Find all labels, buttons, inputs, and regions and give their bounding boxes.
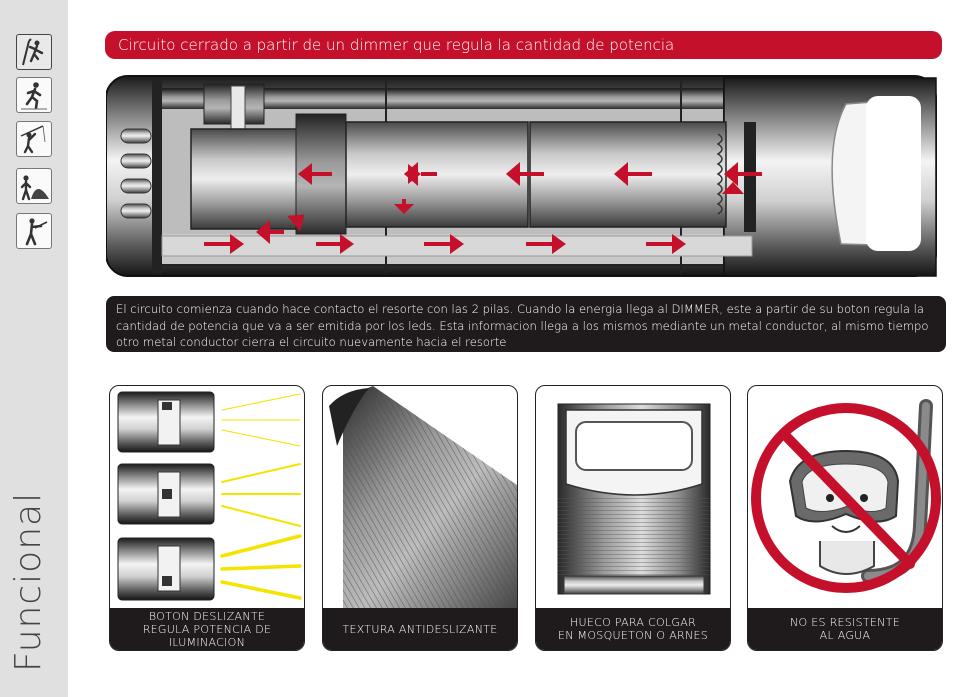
header-banner: Circuito cerrado a partir de un dimmer q… bbox=[105, 31, 942, 59]
panel-caption: TEXTURA ANTIDESLIZANTE bbox=[323, 608, 517, 650]
camper-tent-icon[interactable] bbox=[16, 168, 52, 204]
flashlight-cross-section bbox=[106, 75, 937, 277]
texture-illustration bbox=[329, 386, 517, 608]
panel-hanging-hole: HUECO PARA COLGAR EN MOSQUETON O ARNES bbox=[535, 385, 731, 651]
panel-caption: NO ES RESISTENTE AL AGUA bbox=[748, 608, 942, 650]
panel-dimmer: BOTON DESLIZANTE REGULA POTENCIA DE ILUM… bbox=[109, 385, 305, 651]
dimmer-illustration bbox=[117, 391, 302, 601]
hanging-hole-illustration bbox=[557, 403, 711, 595]
no-water-icon bbox=[751, 399, 941, 593]
panel-not-water-resistant: NO ES RESISTENTE AL AGUA bbox=[747, 385, 943, 651]
panel-caption: HUECO PARA COLGAR EN MOSQUETON O ARNES bbox=[536, 608, 730, 650]
climber-icon[interactable] bbox=[16, 34, 52, 70]
section-title: Funcional bbox=[8, 491, 49, 672]
panel-texture: TEXTURA ANTIDESLIZANTE bbox=[322, 385, 518, 651]
hunter-icon[interactable] bbox=[16, 213, 52, 249]
description-box: El circuito comienza cuando hace contact… bbox=[106, 296, 946, 352]
runner-icon[interactable] bbox=[16, 77, 52, 113]
sidebar: Funcional bbox=[0, 0, 68, 697]
fisherman-icon[interactable] bbox=[16, 121, 52, 157]
panel-caption: BOTON DESLIZANTE REGULA POTENCIA DE ILUM… bbox=[110, 608, 304, 650]
